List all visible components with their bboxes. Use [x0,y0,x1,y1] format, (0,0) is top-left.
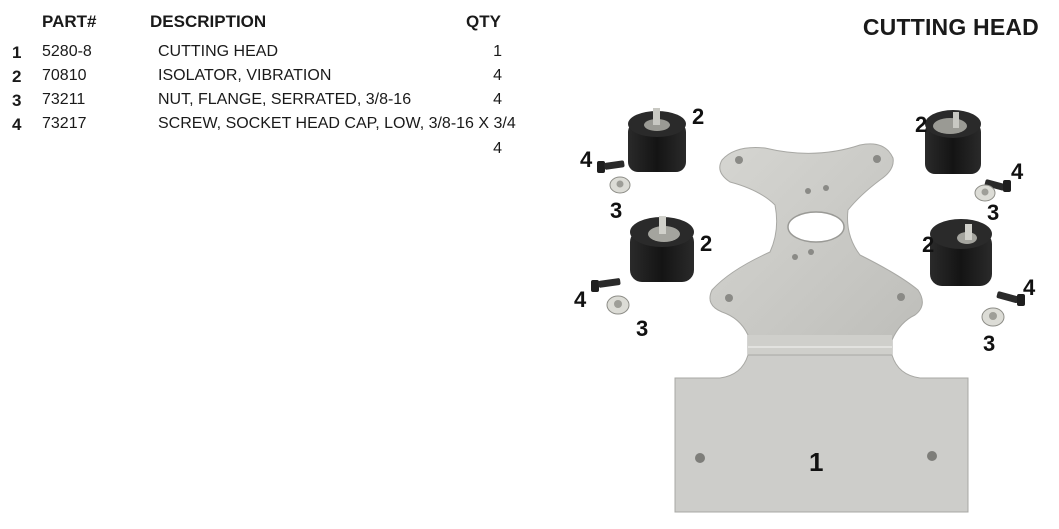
part-number: 70810 [42,67,87,84]
callout-2: 2 [922,232,935,257]
part-description: ISOLATOR, VIBRATION [158,67,332,84]
part-description: SCREW, SOCKET HEAD CAP, LOW, 3/8-16 X 3/… [158,115,516,132]
vibration-isolator [930,219,992,286]
cutting-head-illustration [591,108,1025,513]
callout-3: 3 [983,331,996,356]
item-number: 1 [12,43,22,62]
flange-nut [609,176,631,194]
vibration-isolator [925,110,981,174]
item-number: 4 [12,115,22,134]
part-number: 73217 [42,115,87,132]
part-description: NUT, FLANGE, SERRATED, 3/8-16 [158,91,412,108]
callout-3: 3 [610,198,623,223]
flange-nut [981,307,1005,327]
part-number: 5280-8 [42,43,92,60]
socket-head-screw [996,291,1025,306]
part-qty: 1 [493,43,502,60]
table-row: 4 73217 SCREW, SOCKET HEAD CAP, LOW, 3/8… [0,115,540,163]
header-part: PART# [42,12,97,31]
flange-nut [974,184,996,202]
callout-4: 4 [1023,275,1036,300]
part-qty: 4 [493,67,502,84]
part-qty: 4 [493,140,502,157]
callout-2: 2 [700,231,713,256]
socket-head-screw [591,278,621,292]
callout-3: 3 [987,200,1000,225]
table-row: 2 70810 ISOLATOR, VIBRATION 4 [0,67,540,91]
table-row: 3 73211 NUT, FLANGE, SERRATED, 3/8-16 4 [0,91,540,115]
item-number: 2 [12,67,22,86]
callout-3: 3 [636,316,649,341]
callout-4: 4 [574,287,587,312]
header-description: DESCRIPTION [150,12,267,31]
callout-4: 4 [1011,159,1024,184]
callout-2: 2 [915,112,928,137]
socket-head-screw [597,160,625,173]
part-qty: 4 [493,91,502,108]
table-row: 1 5280-8 CUTTING HEAD 1 [0,43,540,67]
vibration-isolator [630,216,694,282]
page-title: CUTTING HEAD [862,14,1039,40]
exploded-parts-diagram: 2 4 3 2 4 3 2 4 3 2 4 3 1 [560,90,1059,524]
callout-4: 4 [580,147,593,172]
socket-head-screw [984,179,1011,192]
flange-nut [606,295,630,315]
header-qty: QTY [466,12,501,31]
vibration-isolator [628,108,686,172]
part-number: 73211 [42,91,86,108]
callout-2: 2 [692,104,705,129]
item-number: 3 [12,91,22,110]
callout-1: 1 [809,447,824,477]
cutting-head-plate [674,143,969,513]
part-description: CUTTING HEAD [158,43,278,60]
